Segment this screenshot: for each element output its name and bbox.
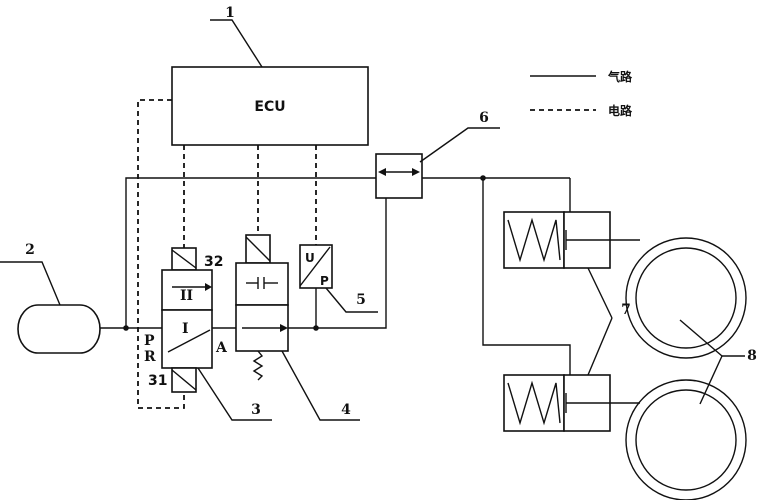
solenoid-4-mark: [245, 236, 271, 262]
junction-split: [480, 175, 486, 181]
wheel-lower-inner: [635, 389, 737, 491]
pressure-sensor: U P 5: [299, 244, 378, 313]
leader-1: [210, 19, 263, 68]
label-5: 5: [356, 292, 366, 308]
wheel-lower-outer: [625, 379, 747, 500]
solenoid-31-mark: [171, 369, 197, 391]
ecu-to-valve-31-wire: [137, 99, 185, 409]
port-r: R: [144, 349, 156, 365]
air-lines: [100, 175, 571, 375]
lower-chamber-feed: [482, 178, 571, 375]
legend-air-line-label: 气路: [607, 69, 633, 84]
chamber-upper-spring-side: [503, 211, 565, 269]
valve-4: 4: [235, 234, 360, 421]
leader-6: [419, 127, 500, 163]
leader-7-down: [587, 317, 613, 376]
electric-lines: [137, 99, 317, 409]
valve-3: 32 II I P R A 31 3: [144, 247, 272, 421]
leader-3: [197, 367, 272, 421]
component-6-arrow-left: [378, 168, 386, 176]
legend: 气路 电路: [530, 69, 633, 118]
component-6-box: [375, 153, 423, 199]
chamber-lower-spring: [507, 380, 561, 426]
tank-body: [17, 304, 101, 354]
valve-4-upper-cell: [235, 262, 289, 306]
brake-chamber-upper: [503, 211, 640, 269]
label-7: 7: [621, 302, 631, 318]
label-4: 4: [341, 402, 351, 418]
label-32: 32: [204, 254, 223, 270]
valve-4-spring: [252, 350, 264, 381]
label-8: 8: [747, 348, 757, 364]
label-2: 2: [25, 242, 35, 258]
port-p: P: [144, 333, 155, 349]
wheel-upper-outer: [625, 237, 747, 359]
wheel-lower: [625, 379, 747, 500]
leader-5: [325, 287, 378, 313]
ecu-label: ECU: [254, 99, 285, 115]
junction-tank: [123, 325, 129, 331]
air-tank: 2: [0, 242, 101, 354]
junction-sensor: [313, 325, 319, 331]
valve4-to-6-line: [288, 198, 387, 329]
label-1: 1: [225, 5, 235, 21]
component-6-arrow-right: [412, 168, 420, 176]
leader-2: [0, 261, 61, 306]
leader-8-up: [679, 319, 723, 357]
leader-8-down: [699, 355, 723, 405]
valve-4-arrow: [280, 324, 288, 332]
ecu-box: [171, 66, 369, 146]
label-31: 31: [148, 373, 167, 389]
sensor-u: U: [305, 251, 315, 265]
valve-3-upper-arrow: [205, 283, 212, 291]
solenoid-32-mark: [171, 249, 197, 269]
ecu-block: ECU 1: [171, 5, 369, 146]
legend-electric-line-label: 电路: [608, 103, 633, 118]
port-a: A: [215, 340, 228, 356]
supply-bypass-line: [125, 177, 376, 328]
leader-7-up: [587, 267, 613, 319]
pos-i: I: [182, 321, 189, 337]
label-3: 3: [251, 402, 261, 418]
wheel-upper: [625, 237, 747, 359]
sensor-p: P: [320, 274, 329, 288]
label-6: 6: [479, 110, 489, 126]
valve-3-upper-cell: [161, 269, 213, 311]
chamber-upper-spring: [507, 217, 561, 263]
leader-4: [281, 350, 360, 421]
wheel-upper-inner: [635, 247, 737, 349]
sensor-diagonal: [299, 246, 331, 287]
valve-3-lower-flow: [167, 329, 211, 353]
component-6: 6: [375, 110, 500, 199]
valve-3-lower-cell: [161, 309, 213, 369]
chamber-lower-spring-side: [503, 374, 565, 432]
brake-chamber-lower: [503, 374, 640, 432]
pos-ii: II: [180, 288, 193, 304]
